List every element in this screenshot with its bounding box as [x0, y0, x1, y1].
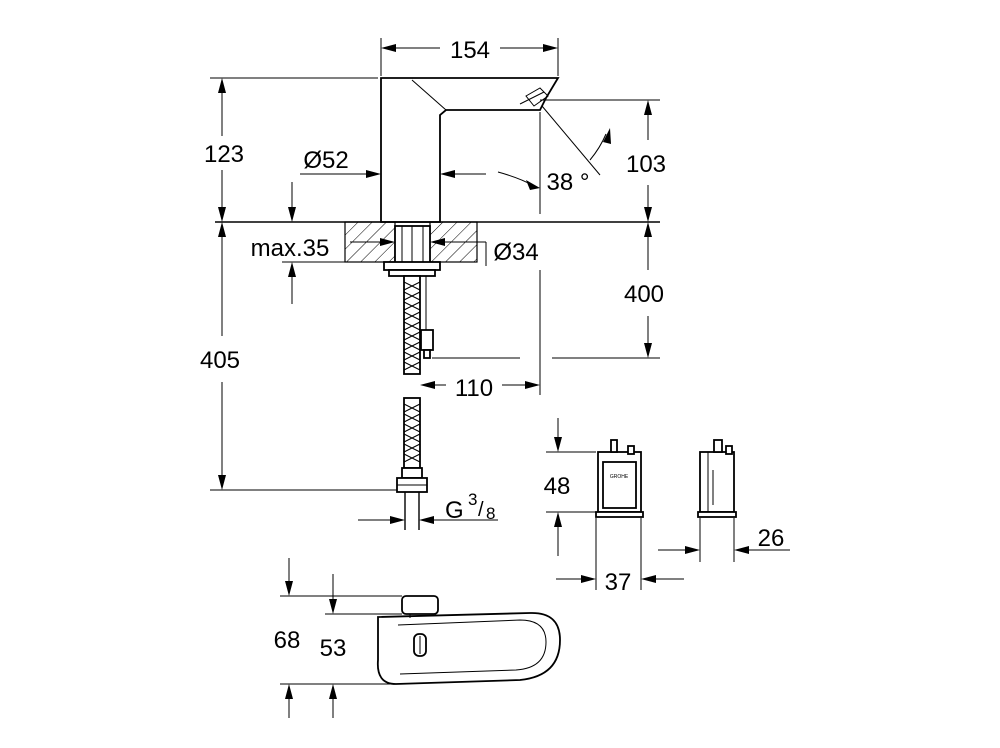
dim-thread: G 3 / 8	[445, 490, 495, 524]
dim-diameter-body: Ø52	[303, 147, 348, 174]
spout-side-view	[376, 595, 561, 685]
dim-thread-num: 3	[468, 490, 477, 509]
dim-hose-length: 405	[200, 347, 240, 374]
dim-max-deck: max.35	[251, 235, 330, 262]
dim-offset: 110	[455, 375, 493, 402]
sensor-cable	[420, 276, 434, 359]
dim-spout-height: 103	[626, 151, 666, 178]
faucet-body	[380, 77, 560, 223]
dim-thread-main: G	[445, 497, 464, 524]
dim-width-top: 154	[450, 37, 490, 64]
dim-box-depth: 26	[758, 525, 785, 552]
dim-thread-slash: /	[478, 499, 484, 521]
control-box-side	[697, 439, 737, 518]
mounting-shank	[383, 225, 441, 277]
control-box-front: GROHE	[595, 439, 644, 518]
dim-side-inner: 53	[320, 635, 347, 662]
dim-diameter-hole: Ø34	[493, 239, 538, 266]
supply-hose	[396, 275, 428, 530]
dim-side-outer: 68	[274, 627, 301, 654]
dim-box-height: 48	[544, 473, 571, 500]
dim-spout-angle: 38 °	[547, 169, 590, 196]
dim-below-deck: 400	[624, 281, 664, 308]
grohe-logo: GROHE	[610, 474, 629, 480]
dim-thread-den: 8	[486, 504, 495, 523]
dim-box-width: 37	[605, 569, 632, 596]
dim-height-above: 123	[204, 141, 244, 168]
dimension-lines	[210, 38, 790, 718]
